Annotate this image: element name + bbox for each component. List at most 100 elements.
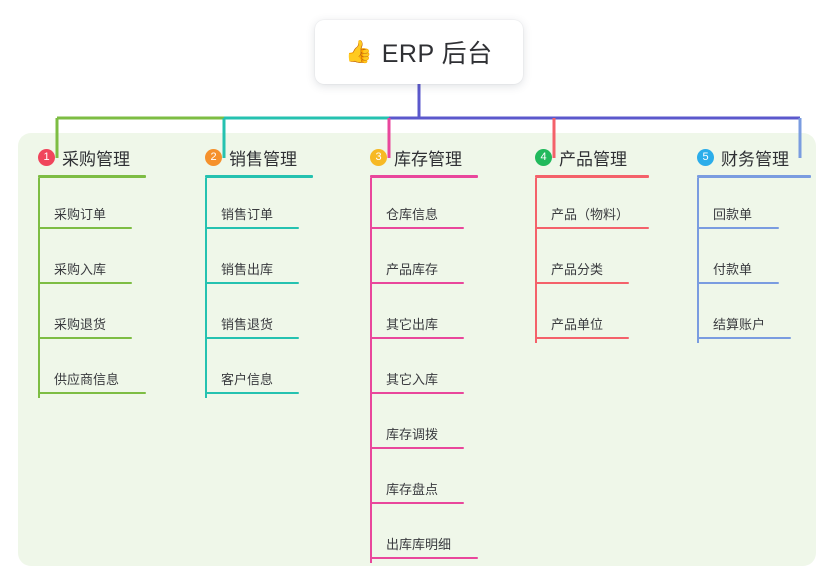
column-header-1[interactable]: 1 采购管理 — [38, 146, 146, 169]
child-item[interactable]: 采购入库 — [38, 233, 146, 288]
child-item[interactable]: 销售订单 — [205, 178, 313, 233]
child-item-label: 供应商信息 — [54, 372, 120, 387]
child-item[interactable]: 销售退货 — [205, 288, 313, 343]
child-item-rule — [370, 557, 478, 559]
column-header-4[interactable]: 4 产品管理 — [535, 146, 649, 169]
child-item[interactable]: 仓库信息 — [370, 178, 478, 233]
child-item-label: 采购退货 — [54, 317, 107, 332]
child-item-label: 结算账户 — [713, 317, 766, 332]
column-number-badge: 1 — [38, 148, 55, 166]
child-item[interactable]: 结算账户 — [697, 288, 811, 343]
content-panel — [18, 133, 816, 566]
child-item-rule — [370, 392, 464, 394]
child-item-label: 销售出库 — [221, 262, 274, 277]
child-item-label: 出库库明细 — [386, 537, 452, 552]
child-item-rule — [38, 392, 146, 394]
child-item-rule — [535, 337, 629, 339]
column-header-rule — [535, 175, 649, 178]
child-item-rule — [370, 282, 464, 284]
thumbs-up-icon: 👍 — [345, 39, 373, 64]
column-stem — [697, 178, 699, 343]
column-children: 仓库信息产品库存其它出库其它入库库存调拨库存盘点出库库明细 — [370, 178, 478, 563]
column-财务管理: 5 财务管理回款单付款单结算账户 — [697, 146, 811, 343]
child-item-label: 仓库信息 — [386, 207, 439, 222]
column-stem — [370, 178, 372, 563]
column-title: 产品管理 — [559, 149, 627, 169]
child-item-rule — [38, 227, 132, 229]
column-stem — [38, 178, 40, 398]
child-item[interactable]: 产品库存 — [370, 233, 478, 288]
child-item[interactable]: 其它出库 — [370, 288, 478, 343]
child-item[interactable]: 销售出库 — [205, 233, 313, 288]
child-item[interactable]: 回款单 — [697, 178, 811, 233]
child-item-label: 销售退货 — [221, 317, 274, 332]
child-item-rule — [697, 282, 779, 284]
column-children: 采购订单采购入库采购退货供应商信息 — [38, 178, 146, 398]
child-item-label: 其它出库 — [386, 317, 439, 332]
root-node-card[interactable]: 👍 ERP 后台 — [315, 20, 523, 84]
child-item-rule — [535, 282, 629, 284]
column-title: 销售管理 — [229, 149, 297, 169]
column-number-badge: 3 — [370, 148, 387, 166]
column-header-rule — [370, 175, 478, 178]
column-children: 销售订单销售出库销售退货客户信息 — [205, 178, 313, 398]
column-stem — [535, 178, 537, 343]
child-item-label: 库存盘点 — [386, 482, 439, 497]
child-item[interactable]: 产品分类 — [535, 233, 649, 288]
child-item[interactable]: 产品（物料） — [535, 178, 649, 233]
column-库存管理: 3 库存管理仓库信息产品库存其它出库其它入库库存调拨库存盘点出库库明细 — [370, 146, 478, 563]
column-header-2[interactable]: 2 销售管理 — [205, 146, 313, 169]
child-item-rule — [38, 282, 132, 284]
child-item[interactable]: 采购退货 — [38, 288, 146, 343]
child-item-label: 库存调拨 — [386, 427, 439, 442]
child-item-rule — [370, 447, 464, 449]
child-item-label: 销售订单 — [221, 207, 274, 222]
child-item[interactable]: 库存调拨 — [370, 398, 478, 453]
column-header-rule — [38, 175, 146, 178]
column-header-rule — [697, 175, 811, 178]
child-item-label: 产品分类 — [551, 262, 604, 277]
child-item[interactable]: 库存盘点 — [370, 453, 478, 508]
child-item[interactable]: 客户信息 — [205, 343, 313, 398]
column-title: 采购管理 — [62, 149, 130, 169]
child-item[interactable]: 其它入库 — [370, 343, 478, 398]
column-header-3[interactable]: 3 库存管理 — [370, 146, 478, 169]
child-item-label: 采购订单 — [54, 207, 107, 222]
child-item-rule — [535, 227, 649, 229]
child-item-label: 其它入库 — [386, 372, 439, 387]
child-item-rule — [697, 337, 791, 339]
child-item-label: 客户信息 — [221, 372, 274, 387]
child-item-label: 产品（物料） — [551, 207, 630, 222]
child-item[interactable]: 付款单 — [697, 233, 811, 288]
child-item-rule — [205, 282, 299, 284]
child-item[interactable]: 出库库明细 — [370, 508, 478, 563]
column-title: 财务管理 — [721, 149, 789, 169]
child-item-rule — [370, 337, 464, 339]
column-销售管理: 2 销售管理销售订单销售出库销售退货客户信息 — [205, 146, 313, 398]
column-header-5[interactable]: 5 财务管理 — [697, 146, 811, 169]
child-item-label: 产品单位 — [551, 317, 604, 332]
column-number-badge: 4 — [535, 148, 552, 166]
child-item-label: 付款单 — [713, 262, 753, 277]
child-item-rule — [370, 502, 464, 504]
child-item[interactable]: 采购订单 — [38, 178, 146, 233]
child-item[interactable]: 产品单位 — [535, 288, 649, 343]
column-number-badge: 2 — [205, 148, 222, 166]
column-number-badge: 5 — [697, 148, 714, 166]
column-title: 库存管理 — [394, 149, 462, 169]
child-item-rule — [205, 337, 299, 339]
child-item-rule — [38, 337, 132, 339]
column-children: 产品（物料） 产品分类产品单位 — [535, 178, 649, 343]
child-item-rule — [205, 392, 299, 394]
column-产品管理: 4 产品管理产品（物料） 产品分类产品单位 — [535, 146, 649, 343]
column-children: 回款单付款单结算账户 — [697, 178, 811, 343]
child-item-rule — [370, 227, 464, 229]
child-item-label: 回款单 — [713, 207, 753, 222]
child-item[interactable]: 供应商信息 — [38, 343, 146, 398]
column-stem — [205, 178, 207, 398]
column-header-rule — [205, 175, 313, 178]
child-item-label: 采购入库 — [54, 262, 107, 277]
child-item-label: 产品库存 — [386, 262, 439, 277]
root-title: ERP 后台 — [381, 40, 493, 68]
